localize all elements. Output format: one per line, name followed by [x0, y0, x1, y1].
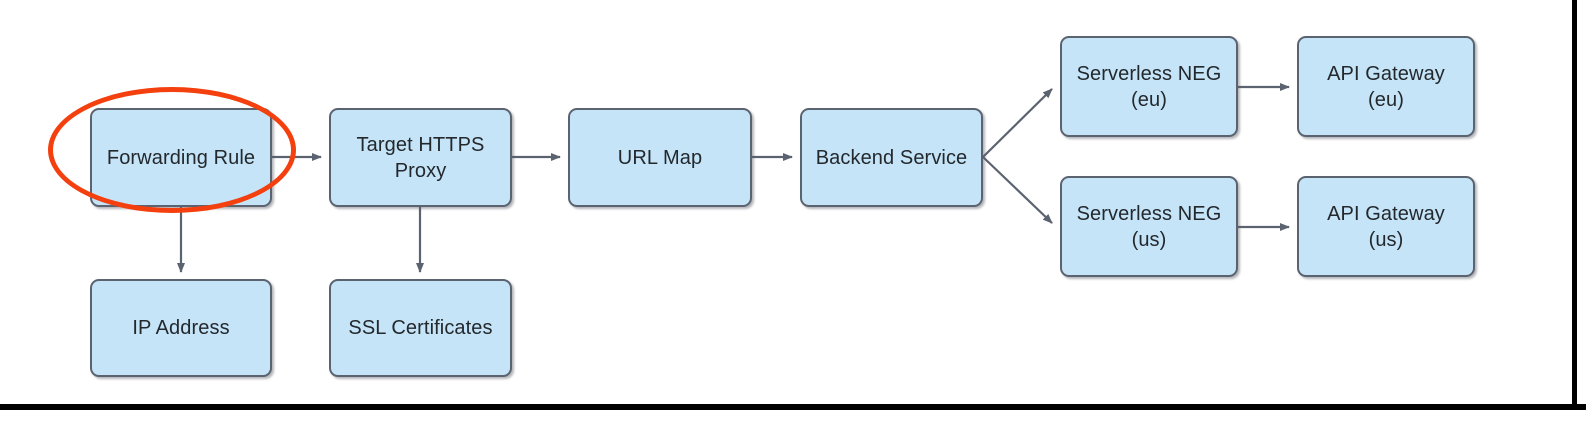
node-label-api-gateway-us: API Gateway (us): [1327, 202, 1445, 251]
node-ssl-certificates[interactable]: SSL Certificates: [329, 279, 512, 377]
node-api-gateway-us[interactable]: API Gateway (us): [1297, 176, 1475, 277]
node-backend-service[interactable]: Backend Service: [800, 108, 983, 207]
capture-frame-bottom-edge: [0, 404, 1586, 410]
node-target-https-proxy[interactable]: Target HTTPS Proxy: [329, 108, 512, 207]
node-ip-address[interactable]: IP Address: [90, 279, 272, 377]
edge-backend-service-to-serverless-neg-us: [982, 156, 1053, 224]
node-serverless-neg-eu[interactable]: Serverless NEG (eu): [1060, 36, 1238, 137]
node-label-api-gateway-eu: API Gateway (eu): [1327, 62, 1445, 111]
node-label-serverless-neg-eu: Serverless NEG (eu): [1076, 62, 1222, 111]
capture-frame-bottom-filler: [0, 410, 1586, 421]
edge-backend-service-to-serverless-neg-eu: [982, 88, 1053, 158]
node-label-backend-service: Backend Service: [815, 146, 968, 169]
node-label-ssl-certificates: SSL Certificates: [348, 317, 493, 339]
node-label-url-map: URL Map: [617, 146, 703, 169]
node-url-map[interactable]: URL Map: [568, 108, 752, 207]
node-label-serverless-neg-us: Serverless NEG (us): [1076, 202, 1222, 251]
capture-frame-right-edge: [1572, 0, 1577, 421]
node-forwarding-rule[interactable]: Forwarding Rule: [90, 108, 272, 207]
node-api-gateway-eu[interactable]: API Gateway (eu): [1297, 36, 1475, 137]
node-label-ip-address: IP Address: [132, 317, 230, 339]
node-serverless-neg-us[interactable]: Serverless NEG (us): [1060, 176, 1238, 277]
node-label-target-https-proxy: Target HTTPS Proxy: [356, 133, 485, 182]
node-label-forwarding-rule: Forwarding Rule: [106, 146, 256, 169]
